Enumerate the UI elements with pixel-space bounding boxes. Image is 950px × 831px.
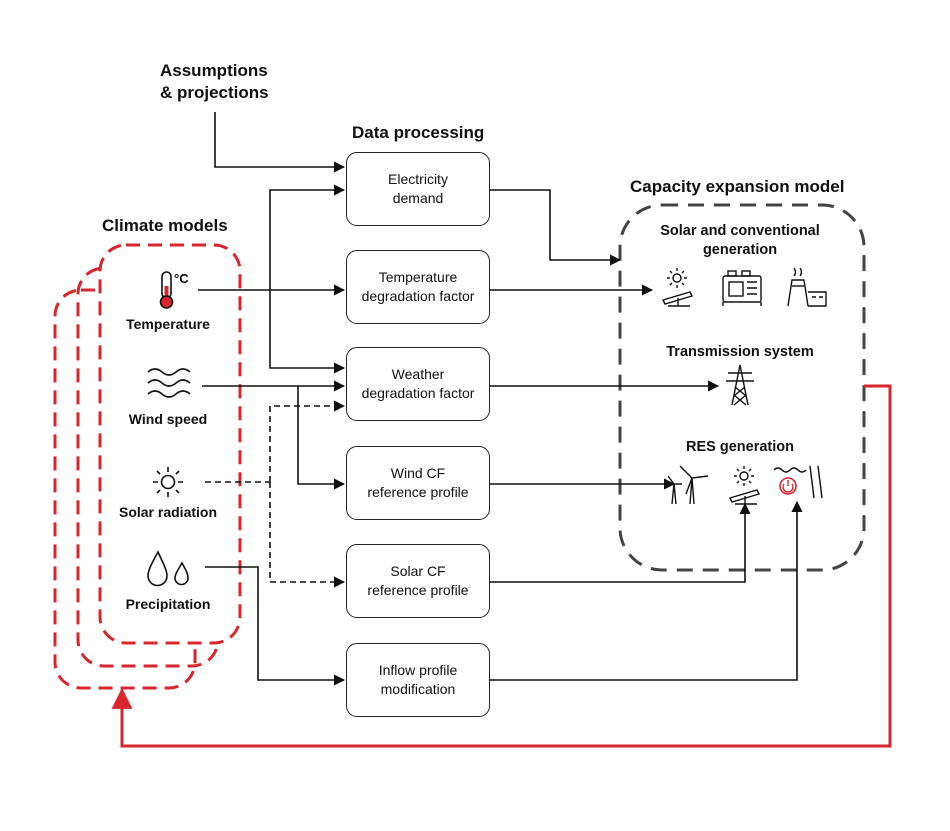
hydro-dam-icon — [773, 465, 823, 499]
temperature-weather-branch — [269, 290, 346, 374]
process-box-wind-cf: Wind CF reference profile — [346, 446, 490, 520]
assumptions-connector — [214, 112, 346, 173]
wind-waves-icon — [147, 368, 191, 398]
solar-weather-dashed-branch — [269, 400, 346, 482]
solar-cf-dashed-branch — [269, 482, 346, 588]
process-box-label: Solar CF reference profile — [367, 563, 469, 598]
precipitation-connector — [205, 566, 346, 686]
solar-cf-output-connector — [490, 502, 751, 583]
climate-models-stack — [53, 243, 242, 690]
demand-output-connector — [490, 189, 622, 266]
process-box-weather-degradation: Weather degradation factor — [346, 347, 490, 421]
celsius-unit: °C — [174, 271, 189, 286]
capacity-model-title: Capacity expansion model — [630, 177, 845, 196]
climate-variable-label: Solar radiation — [118, 504, 218, 520]
climate-variable-label: Precipitation — [125, 596, 211, 612]
climate-model-frame-front — [98, 243, 242, 645]
thermometer-icon — [159, 271, 174, 309]
process-box-label: Weather degradation factor — [361, 366, 475, 401]
process-box-inflow-profile: Inflow profile modification — [346, 643, 490, 717]
climate-variable-label: Temperature — [126, 316, 210, 332]
inflow-output-connector — [490, 500, 803, 681]
process-box-temperature-degradation: Temperature degradation factor — [346, 250, 490, 324]
power-plant-icon — [787, 267, 827, 307]
generator-engine-icon — [722, 270, 762, 306]
transmission-tower-icon — [726, 364, 754, 406]
solar-panel-icon — [662, 268, 693, 307]
process-box-label: Electricity demand — [388, 171, 448, 206]
process-box-label: Temperature degradation factor — [361, 269, 475, 304]
solar-panel-icon-res — [729, 466, 760, 505]
water-drops-icon — [147, 550, 189, 587]
process-box-label: Wind CF reference profile — [367, 465, 469, 500]
data-processing-title: Data processing — [352, 123, 485, 142]
capacity-section-solar-conventional: Solar and conventional generation — [660, 223, 820, 258]
capacity-section-res: RES generation — [686, 439, 794, 455]
wind-cf-connector — [297, 386, 346, 490]
process-box-electricity-demand: Electricity demand — [346, 152, 490, 226]
capacity-section-transmission: Transmission system — [666, 344, 814, 360]
sun-icon — [153, 467, 183, 497]
temperature-branch-bus — [269, 184, 346, 290]
process-box-solar-cf: Solar CF reference profile — [346, 544, 490, 618]
climate-models-title: Climate models — [102, 216, 228, 235]
assumptions-title: Assumptions & projections — [160, 61, 269, 102]
wind-turbine-icon — [667, 465, 709, 505]
climate-variable-label: Wind speed — [128, 411, 208, 427]
process-box-label: Inflow profile modification — [378, 662, 458, 697]
feedback-loop-connector — [111, 384, 892, 748]
